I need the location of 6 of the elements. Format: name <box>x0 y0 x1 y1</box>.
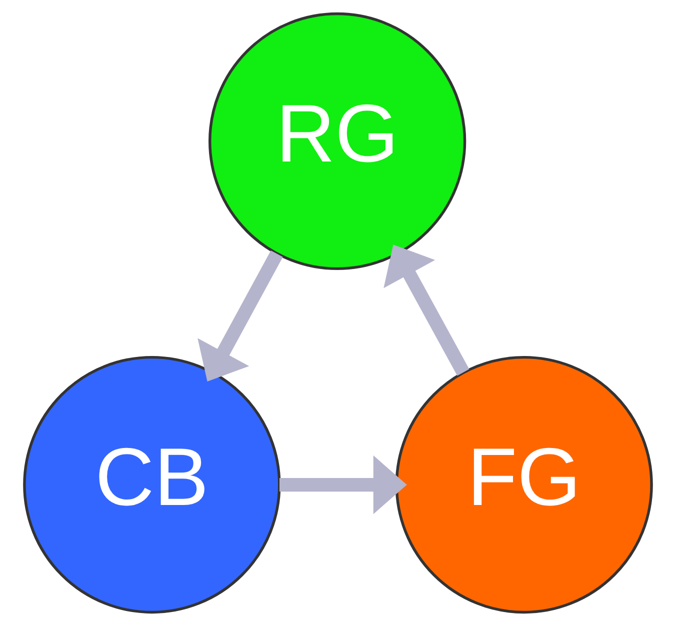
node-circle: FG <box>394 356 652 614</box>
node-circle: CB <box>22 356 280 614</box>
node-circle: RG <box>208 12 466 270</box>
arrow <box>279 455 406 514</box>
arrow <box>383 244 469 376</box>
arrow <box>197 250 282 382</box>
